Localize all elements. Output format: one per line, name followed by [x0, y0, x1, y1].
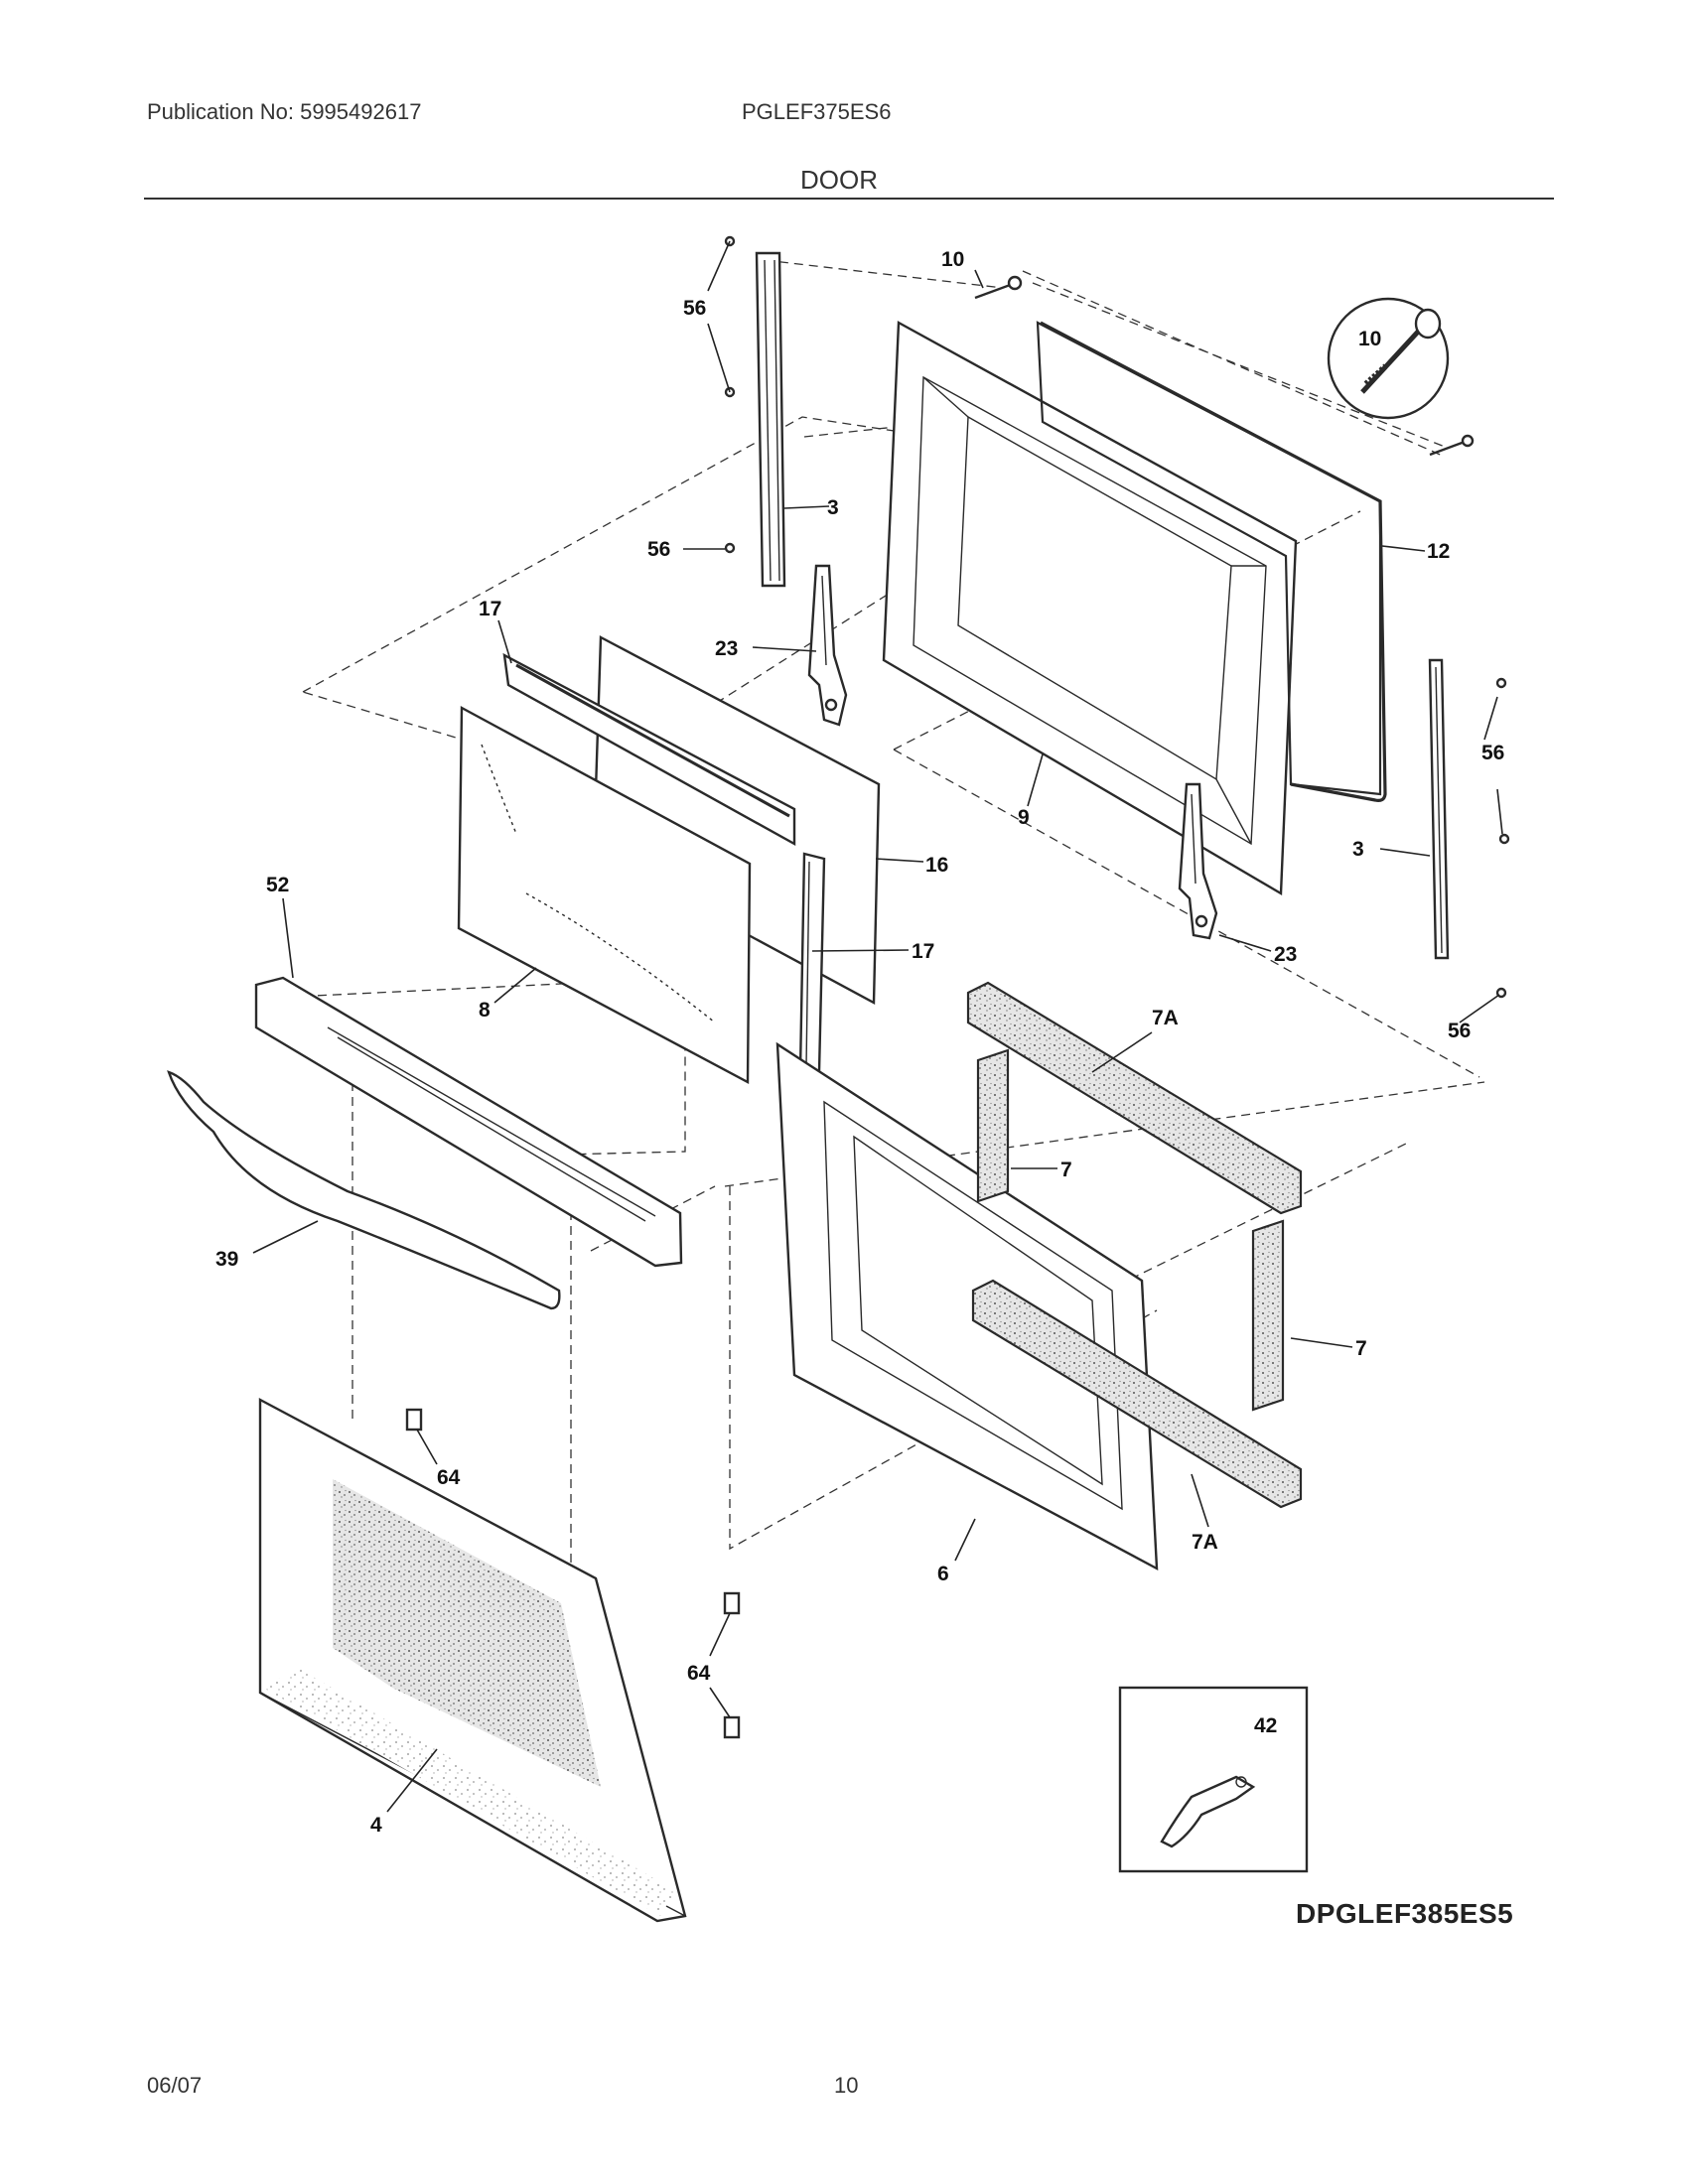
door-gasket-frame: [1036, 321, 1387, 802]
callout-12: 12: [1427, 540, 1450, 563]
callout-7: 7: [1355, 1337, 1367, 1360]
header-rule: [144, 198, 1554, 200]
callout-3: 3: [1352, 838, 1364, 861]
callout-23: 23: [1274, 943, 1297, 966]
glass-frame-17-top: [502, 652, 796, 847]
outer-door-panel-4: [258, 1398, 687, 1923]
callout-39: 39: [215, 1248, 238, 1271]
section-title: DOOR: [800, 165, 878, 195]
screw-56-top: [724, 235, 736, 554]
handle-trim-52: [254, 976, 683, 1268]
callout-64: 64: [437, 1466, 461, 1489]
inner-door-frame-6: [775, 1041, 1159, 1571]
hinge-23-lower: [1178, 782, 1218, 940]
callout-6: 6: [937, 1563, 949, 1585]
callout-8: 8: [479, 999, 491, 1022]
callout-23: 23: [715, 637, 738, 660]
callout-56: 56: [1481, 742, 1504, 764]
model-number: PGLEF375ES6: [742, 99, 892, 124]
callout-16: 16: [925, 854, 948, 877]
insulation-7a-top: [966, 981, 1303, 1215]
footer-date: 06/07: [147, 2073, 203, 2098]
callout-64: 64: [687, 1662, 711, 1685]
callout-17: 17: [479, 598, 501, 620]
hinge-23-upper: [807, 564, 848, 727]
callout-numbers: 56 10 10 3 56 12 17 23 56 9 3 16 52 17 2…: [215, 248, 1504, 1837]
callout-52: 52: [266, 874, 289, 896]
callout-7A: 7A: [1152, 1007, 1179, 1029]
callout-56: 56: [1448, 1020, 1471, 1042]
door-rail-left: [755, 251, 786, 588]
callout-42: 42: [1254, 1714, 1277, 1737]
insulation-7-right: [1251, 1219, 1285, 1412]
door-handle-39: [167, 1070, 561, 1310]
inner-door-liner: [882, 321, 1298, 896]
leader-lines: [252, 240, 1503, 1813]
callout-10: 10: [941, 248, 964, 271]
callout-7: 7: [1060, 1159, 1072, 1181]
inset-detail-10: [1327, 297, 1475, 457]
callout-9: 9: [1018, 806, 1030, 829]
clip-64: [405, 1408, 741, 1739]
diagram-reference-code: DPGLEF385ES5: [1296, 1898, 1514, 1929]
door-rail-right: [1428, 658, 1450, 960]
insulation-7a-bottom: [971, 1279, 1303, 1509]
callout-56: 56: [647, 538, 670, 561]
insulation-7-left: [976, 1048, 1010, 1203]
callout-56: 56: [683, 297, 706, 320]
screw-56-right: [1495, 677, 1510, 999]
inner-glass-8: [457, 706, 752, 1084]
callout-10-inset: 10: [1358, 328, 1381, 350]
inset-detail-42: [1118, 1686, 1309, 1873]
screw-10: [974, 275, 1023, 300]
callout-4: 4: [370, 1814, 382, 1837]
callout-17: 17: [912, 940, 934, 963]
glass-frame-17-side: [798, 852, 826, 1074]
callout-7A: 7A: [1192, 1531, 1218, 1554]
callout-3: 3: [827, 496, 839, 519]
publication-number: Publication No: 5995492617: [147, 99, 422, 124]
page-number: 10: [834, 2073, 859, 2098]
